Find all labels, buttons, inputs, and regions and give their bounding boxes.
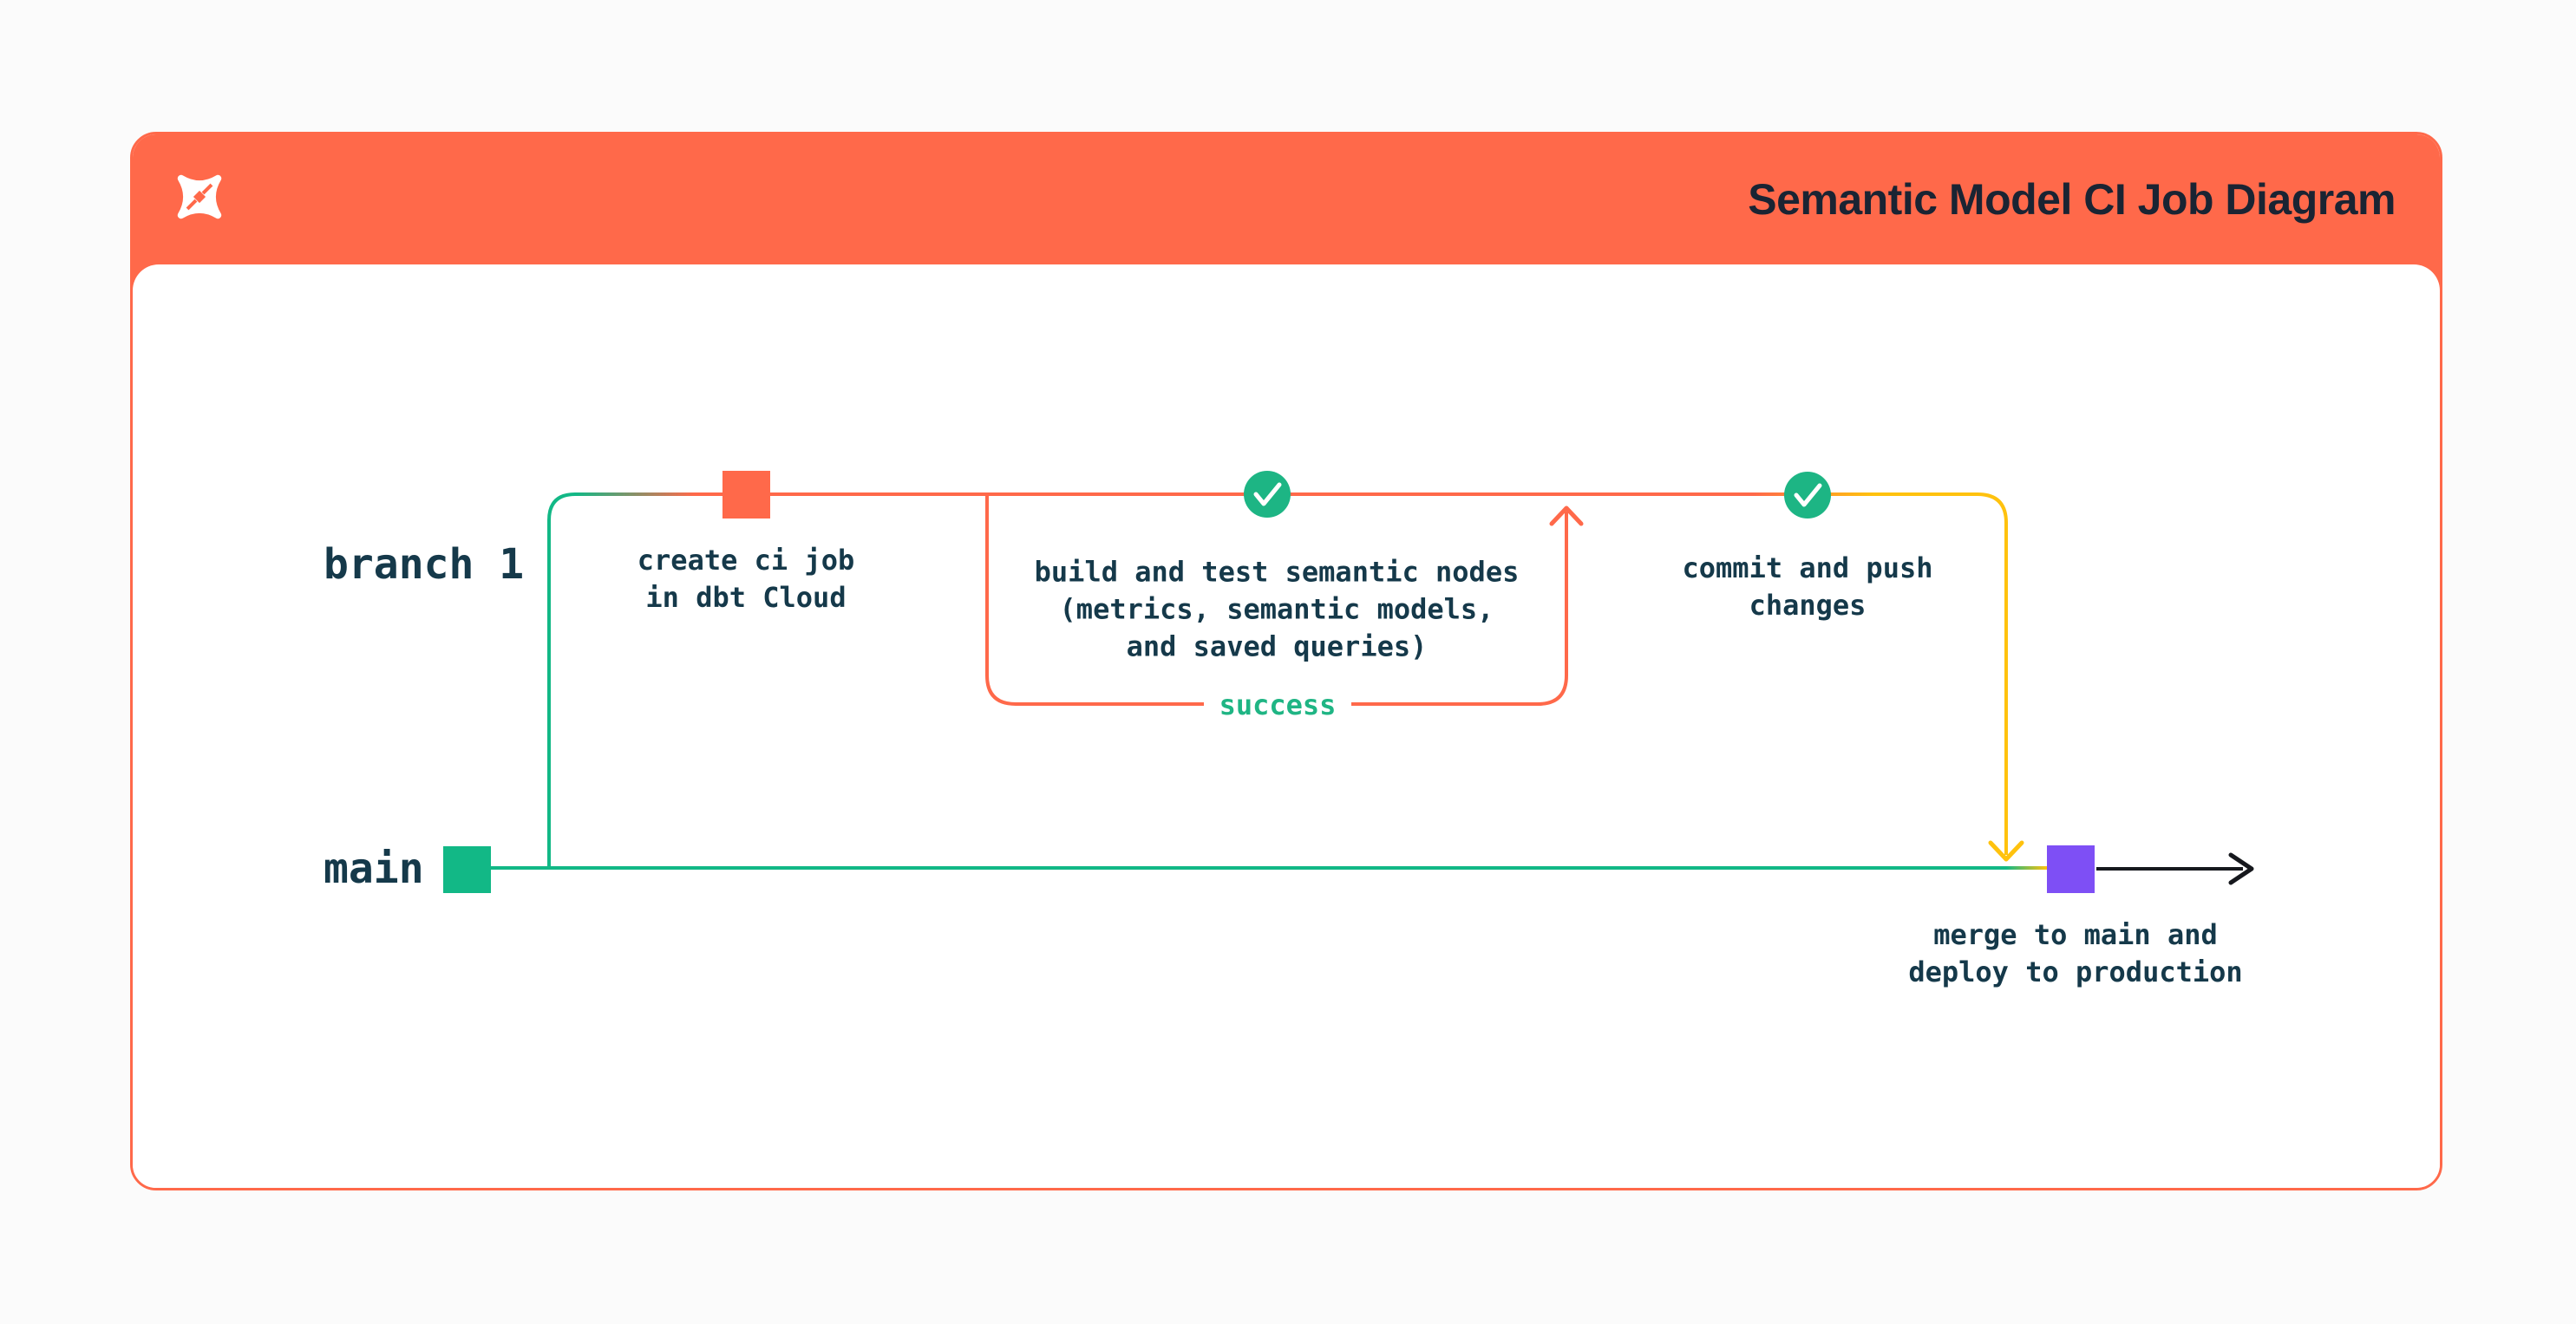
check-circle-commit bbox=[1784, 472, 1831, 519]
dbt-logo-notch-sw bbox=[186, 199, 198, 211]
main-node-square bbox=[443, 846, 491, 893]
branch-fork-line bbox=[547, 492, 576, 866]
page-title: Semantic Model CI Job Diagram bbox=[1748, 175, 2396, 224]
node-label-merge-deploy: merge to main and deploy to production bbox=[1908, 918, 2243, 988]
check-circle-build bbox=[1244, 471, 1291, 518]
success-loop-arrowhead-icon bbox=[1549, 505, 1584, 526]
merge-drop-line bbox=[1977, 492, 2008, 855]
deploy-arrowhead-icon bbox=[2228, 852, 2254, 885]
dbt-logo-notch-ne bbox=[201, 183, 213, 195]
check-icon bbox=[1794, 483, 1822, 507]
success-loop-path bbox=[985, 496, 1568, 706]
card-body bbox=[133, 264, 2440, 1188]
diagram-card: Semantic Model CI Job Diagram bbox=[130, 132, 2442, 1190]
node-label-create-ci-job: create ci job in dbt Cloud bbox=[637, 544, 855, 614]
branch-lane-label: branch 1 bbox=[324, 540, 525, 589]
merge-arrowhead-icon bbox=[1988, 840, 2024, 862]
main-lane-label: main bbox=[324, 845, 424, 893]
check-icon bbox=[1253, 482, 1282, 506]
dbt-logo-icon bbox=[177, 174, 222, 219]
commit-node-square bbox=[722, 471, 770, 519]
success-label: success bbox=[1219, 688, 1337, 721]
node-label-commit-and-push: commit and push changes bbox=[1682, 551, 1933, 622]
node-label-build-and-test: build and test semantic nodes (metrics, … bbox=[1034, 555, 1520, 663]
merge-node-square bbox=[2047, 845, 2095, 893]
